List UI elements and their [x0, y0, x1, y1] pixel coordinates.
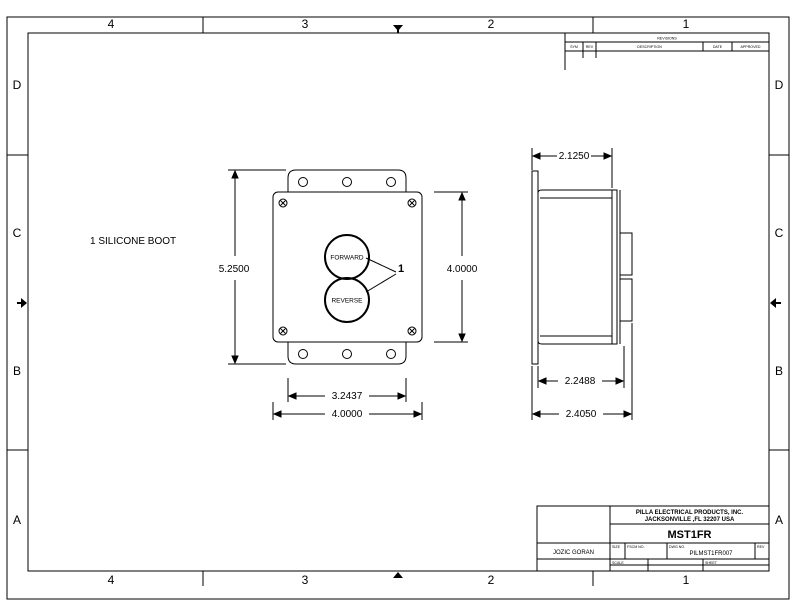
- cover-screw-icon: [407, 326, 417, 336]
- dim-box-width: [272, 402, 423, 420]
- dim-depth-overall: [531, 323, 633, 420]
- outer-border: [6, 16, 790, 600]
- scale-label: SCALE: [612, 561, 624, 565]
- mounting-hole: [342, 177, 352, 187]
- dim-depth-mid-value: 2.2488: [565, 376, 596, 387]
- dim-depth-overall-value: 2.4050: [566, 409, 597, 420]
- mounting-hole: [298, 349, 308, 359]
- cover-screw-icon: [407, 198, 417, 208]
- dim-overall-height: [228, 169, 286, 365]
- zone-left-d: D: [13, 78, 22, 92]
- dim-overall-height-value: 5.2500: [219, 264, 250, 275]
- title-block: [536, 505, 770, 572]
- callout-leader: [365, 273, 397, 293]
- side-forward-boot: [619, 232, 633, 276]
- side-mounting-flange: [531, 170, 539, 365]
- rev-label: REV: [757, 545, 765, 549]
- zone-left-b: B: [13, 364, 21, 378]
- zone-top-3: 3: [302, 17, 309, 31]
- side-enclosure-body: [537, 189, 613, 345]
- zone-right-b: B: [775, 364, 783, 378]
- forward-button-label: FORWARD: [330, 255, 364, 262]
- zone-top-1: 1: [683, 17, 690, 31]
- revisions-col-approved: APPROVED: [741, 45, 761, 49]
- zone-ticks: [7, 17, 789, 586]
- side-view: [531, 170, 633, 365]
- dim-depth-mid: [537, 346, 625, 388]
- company-address: JACKSONVILLE ,FL 32207 USA: [645, 517, 735, 523]
- callout-number: 1: [398, 263, 404, 275]
- mounting-hole: [386, 177, 396, 187]
- side-reverse-boot: [619, 278, 633, 322]
- zone-top-2: 2: [488, 17, 495, 31]
- arrow-bottom-icon: [393, 572, 403, 578]
- front-view: [272, 169, 423, 365]
- fscm-label: FSCM NO.: [627, 545, 645, 549]
- arrow-top-stem: [397, 27, 399, 33]
- arrow-left-stem: [17, 302, 22, 304]
- revisions-title: REVISIONS: [657, 37, 677, 41]
- mounting-hole: [342, 349, 352, 359]
- arrow-right-icon: [770, 298, 776, 308]
- dim-box-height: [434, 191, 468, 343]
- size-label: SIZE: [612, 545, 621, 549]
- bottom-mounting-flange: [287, 342, 407, 365]
- reverse-button-label: REVERSE: [331, 298, 363, 305]
- revisions-col-description: DESCRIPTION: [637, 45, 662, 49]
- revisions-col-sym: SYM: [570, 45, 578, 49]
- top-mounting-flange: [287, 169, 407, 192]
- zone-top-4: 4: [108, 17, 115, 31]
- drawing-title: MST1FR: [668, 529, 712, 541]
- dim-box-height-value: 4.0000: [447, 264, 478, 275]
- arrow-left-icon: [21, 298, 27, 308]
- zone-right-d: D: [775, 78, 784, 92]
- zone-bottom-3: 3: [302, 573, 309, 587]
- note-silicone-boot: 1 SILICONE BOOT: [90, 236, 176, 247]
- revisions-col-rev: REV: [586, 45, 594, 49]
- dim-box-width-value: 4.0000: [332, 409, 363, 420]
- zone-right-c: C: [775, 226, 784, 240]
- mounting-hole: [298, 177, 308, 187]
- dwg-no-label: DWG NO.: [669, 545, 685, 549]
- zone-left-a: A: [13, 513, 21, 527]
- zone-bottom-2: 2: [488, 573, 495, 587]
- reverse-button: [324, 277, 370, 323]
- zone-bottom-1: 1: [683, 573, 690, 587]
- zone-bottom-4: 4: [108, 573, 115, 587]
- sheet-label: SHEET: [705, 561, 718, 565]
- drawn-by: JOZIC GORAN: [553, 550, 594, 556]
- revisions-table: REVISIONS SYM REV DESCRIPTION DATE APPRO…: [564, 33, 769, 70]
- zone-left-c: C: [13, 226, 22, 240]
- dim-depth-top-value: 2.1250: [559, 151, 590, 162]
- enclosure-body: [272, 191, 423, 343]
- company-name: PILLA ELECTRICAL PRODUCTS, INC.: [636, 510, 744, 516]
- dwg-no: PILMST1FR007: [689, 551, 733, 557]
- side-cover: [611, 189, 618, 345]
- cover-screw-icon: [278, 326, 288, 336]
- mounting-hole: [386, 349, 396, 359]
- dim-hole-spacing: [287, 378, 407, 402]
- dim-depth-top: [531, 148, 613, 188]
- cover-screw-icon: [278, 198, 288, 208]
- revisions-col-date: DATE: [713, 45, 723, 49]
- zone-right-a: A: [775, 513, 783, 527]
- centering-arrows: [17, 25, 781, 578]
- callout-leader: [365, 257, 397, 273]
- dim-hole-spacing-value: 3.2437: [332, 391, 363, 402]
- arrow-right-stem: [775, 302, 781, 304]
